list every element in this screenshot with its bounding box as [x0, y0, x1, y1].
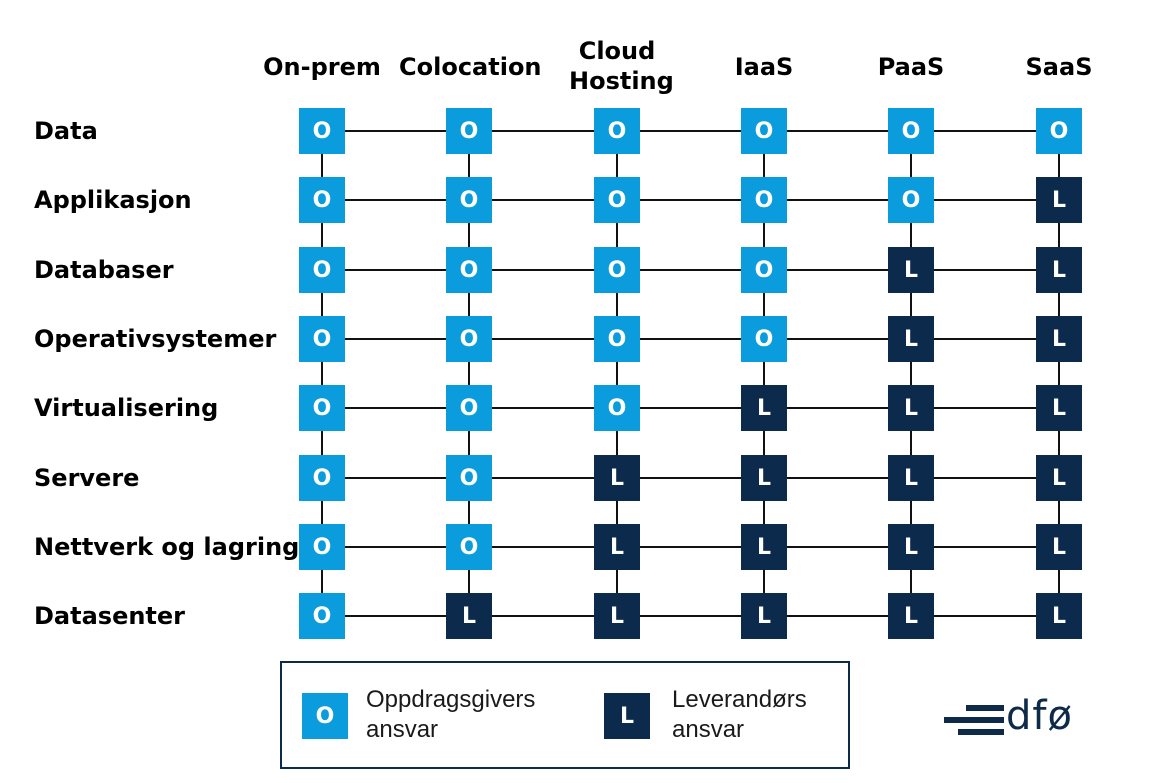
cell-oppdragsgiver: O	[446, 177, 492, 223]
column-connector	[910, 131, 912, 616]
cell-oppdragsgiver: O	[446, 247, 492, 293]
legend-l-symbol: L	[604, 693, 650, 739]
cell-oppdragsgiver: O	[741, 247, 787, 293]
cell-oppdragsgiver: O	[594, 177, 640, 223]
legend-l-text: Leverandørs ansvar	[672, 686, 807, 743]
cell-oppdragsgiver: O	[299, 316, 345, 362]
cell-oppdragsgiver: O	[594, 385, 640, 431]
column-header: Cloud Hosting	[569, 37, 674, 95]
cell-oppdragsgiver: O	[594, 316, 640, 362]
row-label: Operativsystemer	[34, 325, 277, 353]
cell-oppdragsgiver: O	[741, 177, 787, 223]
row-label: Servere	[34, 464, 140, 492]
cell-leverandor: L	[741, 455, 787, 501]
cell-oppdragsgiver: O	[446, 524, 492, 570]
cell-oppdragsgiver: O	[594, 108, 640, 154]
cell-oppdragsgiver: O	[299, 455, 345, 501]
cell-oppdragsgiver: O	[741, 316, 787, 362]
row-label: Data	[34, 117, 98, 145]
cell-leverandor: L	[1036, 593, 1082, 639]
column-header: IaaS	[734, 53, 794, 81]
cell-leverandor: L	[594, 455, 640, 501]
cell-oppdragsgiver: O	[299, 177, 345, 223]
row-connector	[322, 615, 1059, 617]
cell-oppdragsgiver: O	[446, 108, 492, 154]
legend-o-text: Oppdragsgivers ansvar	[366, 686, 536, 743]
column-header: Colocation	[399, 53, 542, 81]
legend-o-symbol: O	[302, 693, 348, 739]
cell-oppdragsgiver: O	[1036, 108, 1082, 154]
row-connector	[322, 338, 1059, 340]
cell-oppdragsgiver: O	[446, 455, 492, 501]
cell-oppdragsgiver: O	[299, 385, 345, 431]
cell-leverandor: L	[888, 385, 934, 431]
cell-leverandor: L	[446, 593, 492, 639]
cell-oppdragsgiver: O	[299, 247, 345, 293]
logo-bar	[958, 729, 1004, 735]
cell-leverandor: L	[1036, 316, 1082, 362]
row-connector	[322, 269, 1059, 271]
cell-leverandor: L	[888, 316, 934, 362]
cell-oppdragsgiver: O	[446, 385, 492, 431]
cell-oppdragsgiver: O	[446, 316, 492, 362]
column-connector	[763, 131, 765, 616]
row-connector	[322, 546, 1059, 548]
row-connector	[322, 407, 1059, 409]
cell-oppdragsgiver: O	[299, 593, 345, 639]
cell-leverandor: L	[1036, 385, 1082, 431]
row-label: Databaser	[34, 256, 174, 284]
cell-leverandor: L	[1036, 455, 1082, 501]
row-connector	[322, 477, 1059, 479]
cell-oppdragsgiver: O	[299, 524, 345, 570]
column-header: SaaS	[1025, 53, 1093, 81]
cell-leverandor: L	[741, 593, 787, 639]
row-label: Virtualisering	[34, 394, 219, 422]
row-label: Datasenter	[34, 602, 186, 630]
cell-oppdragsgiver: O	[888, 108, 934, 154]
column-header: PaaS	[877, 53, 945, 81]
legend: O Oppdragsgivers ansvar L Leverandørs an…	[280, 661, 850, 769]
logo-bar	[944, 717, 1004, 723]
row-connector	[322, 130, 1059, 132]
column-connector	[321, 131, 323, 616]
cell-leverandor: L	[888, 247, 934, 293]
cell-leverandor: L	[1036, 524, 1082, 570]
row-label: Nettverk og lagring	[34, 533, 300, 561]
cell-leverandor: L	[741, 524, 787, 570]
cell-leverandor: L	[1036, 177, 1082, 223]
column-connector	[1058, 131, 1060, 616]
dfo-logo: dfø	[944, 693, 1084, 747]
cell-oppdragsgiver: O	[741, 108, 787, 154]
row-label: Applikasjon	[34, 186, 192, 214]
cell-leverandor: L	[594, 524, 640, 570]
cell-leverandor: L	[1036, 247, 1082, 293]
cell-leverandor: L	[888, 593, 934, 639]
cell-leverandor: L	[888, 455, 934, 501]
cell-oppdragsgiver: O	[299, 108, 345, 154]
column-header: On-prem	[263, 53, 381, 81]
cell-oppdragsgiver: O	[888, 177, 934, 223]
cell-oppdragsgiver: O	[594, 247, 640, 293]
cell-leverandor: L	[741, 385, 787, 431]
logo-bar	[966, 705, 1004, 711]
cell-leverandor: L	[888, 524, 934, 570]
row-connector	[322, 199, 1059, 201]
column-connector	[468, 131, 470, 616]
logo-text: dfø	[1006, 693, 1073, 739]
column-connector	[616, 131, 618, 616]
cell-leverandor: L	[594, 593, 640, 639]
